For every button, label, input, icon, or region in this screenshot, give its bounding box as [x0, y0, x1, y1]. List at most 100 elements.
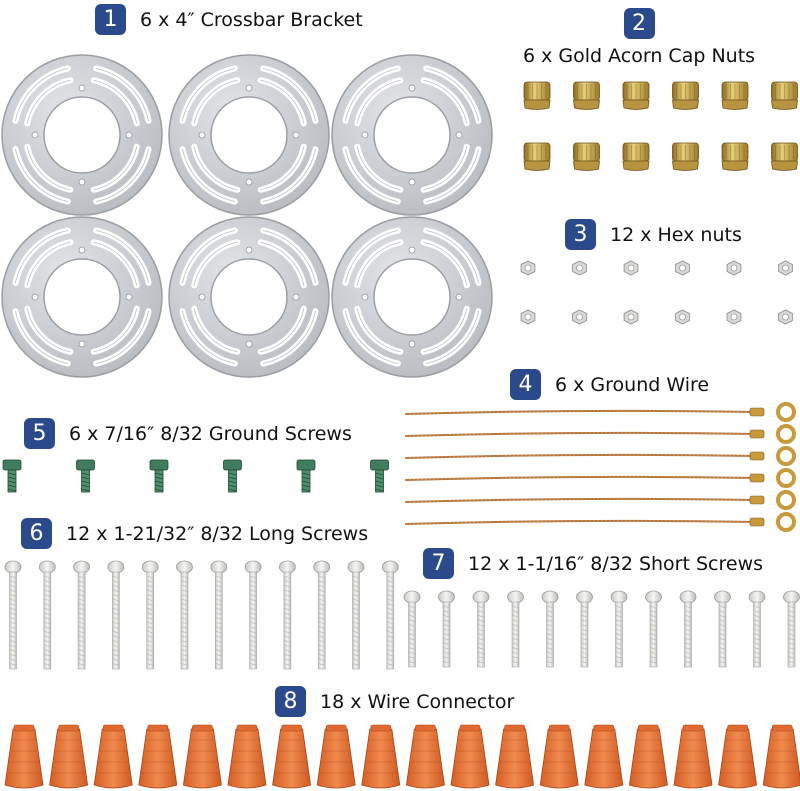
- long-screw: [38, 560, 56, 670]
- wire-connector: [539, 724, 579, 789]
- crossbar-bracket: [1, 216, 163, 378]
- acorn-cap-nut: [721, 81, 749, 110]
- short-screw: [748, 590, 766, 668]
- short-screw: [714, 590, 731, 668]
- acorn-cap-nut: [672, 142, 699, 171]
- crossbar-bracket: [331, 54, 493, 216]
- wire-connector: [361, 724, 401, 789]
- label-text-6: 12 x 1-21/32″ 8/32 Long Screws: [66, 522, 369, 545]
- label-text-7: 12 x 1-1/16″ 8/32 Short Screws: [468, 552, 764, 575]
- wire-connector: [4, 724, 44, 789]
- hex-nut: [572, 309, 587, 325]
- badge-7: 7: [423, 548, 454, 579]
- wire-connector: [227, 724, 267, 789]
- long-screw: [244, 560, 262, 670]
- short-screw: [403, 590, 421, 668]
- label-ground-screws: 5 6 x 7/16″ 8/32 Ground Screws: [24, 418, 352, 449]
- short-screw: [541, 590, 559, 668]
- short-screw: [507, 590, 524, 668]
- label-hex-nuts: 3 12 x Hex nuts: [565, 219, 742, 250]
- wire-connector: [673, 724, 713, 789]
- wire-connector: [93, 724, 133, 789]
- acorn-cap-nut: [771, 81, 798, 110]
- wire-connector: [316, 724, 356, 789]
- wire-connector: [405, 724, 445, 789]
- hex-nut: [726, 260, 742, 276]
- label-acorn-nuts: 2 6 x Gold Acorn Cap Nuts: [523, 8, 755, 67]
- label-text-4: 6 x Ground Wire: [555, 373, 710, 396]
- label-long-screws: 6 12 x 1-21/32″ 8/32 Long Screws: [21, 518, 368, 549]
- hex-nut: [778, 309, 793, 325]
- hex-nut: [675, 260, 690, 276]
- wire-connector: [718, 724, 758, 789]
- badge-4: 4: [510, 369, 541, 400]
- label-text-8: 18 x Wire Connector: [320, 690, 515, 713]
- label-text-1: 6 x 4″ Crossbar Bracket: [140, 8, 363, 31]
- long-screw: [278, 560, 296, 670]
- wire-connector: [762, 724, 800, 789]
- hex-nut: [623, 309, 639, 325]
- acorn-cap-nut: [523, 142, 551, 171]
- acorn-cap-nut: [672, 81, 699, 110]
- badge-5: 5: [24, 418, 55, 449]
- long-screw: [141, 560, 159, 670]
- long-screw: [347, 560, 365, 670]
- ground-wire: [404, 512, 796, 532]
- ground-wire: [404, 490, 796, 510]
- ground-wire: [404, 446, 796, 466]
- hex-nut: [623, 260, 639, 276]
- acorn-cap-nut: [622, 142, 650, 171]
- short-screw: [783, 590, 800, 668]
- hex-nut: [675, 309, 690, 325]
- long-screw: [381, 560, 399, 670]
- acorn-cap-nut: [622, 81, 650, 110]
- label-text-2: 6 x Gold Acorn Cap Nuts: [523, 45, 756, 67]
- hex-nut: [520, 260, 536, 276]
- acorn-cap-nut: [573, 81, 600, 110]
- crossbar-bracket: [168, 216, 330, 378]
- wire-connector: [138, 724, 178, 789]
- short-screw: [576, 590, 593, 668]
- long-screw: [210, 560, 228, 670]
- acorn-cap-nut: [523, 81, 551, 110]
- wire-connector: [182, 724, 222, 789]
- ground-screw: [296, 459, 316, 493]
- label-ground-wire: 4 6 x Ground Wire: [510, 369, 709, 400]
- crossbar-bracket: [168, 54, 330, 216]
- badge-8: 8: [275, 686, 306, 717]
- wire-connector: [628, 724, 668, 789]
- badge-3: 3: [565, 219, 596, 250]
- ground-screw: [370, 459, 389, 493]
- ground-screw: [223, 459, 242, 493]
- crossbar-bracket: [1, 54, 163, 216]
- wire-connector: [584, 724, 624, 789]
- badge-1: 1: [95, 4, 126, 35]
- ground-wire: [404, 402, 796, 422]
- label-wire-connector: 8 18 x Wire Connector: [275, 686, 514, 717]
- badge-6: 6: [21, 518, 52, 549]
- short-screw: [645, 590, 662, 668]
- label-text-5: 6 x 7/16″ 8/32 Ground Screws: [69, 422, 352, 445]
- hex-nut: [726, 309, 742, 325]
- hex-nut: [572, 260, 587, 276]
- acorn-cap-nut: [721, 142, 749, 171]
- long-screw: [4, 560, 22, 670]
- ground-wire: [404, 468, 796, 488]
- long-screw: [73, 560, 90, 670]
- label-crossbar-bracket: 1 6 x 4″ Crossbar Bracket: [95, 4, 363, 35]
- acorn-cap-nut: [573, 142, 600, 171]
- short-screw: [679, 590, 697, 668]
- short-screw: [472, 590, 490, 668]
- short-screw: [610, 590, 628, 668]
- wire-connector: [272, 724, 312, 789]
- long-screw: [313, 560, 331, 670]
- hex-nut: [520, 309, 536, 325]
- wire-connector: [450, 724, 490, 789]
- acorn-cap-nut: [771, 142, 798, 171]
- label-text-3: 12 x Hex nuts: [610, 223, 742, 246]
- badge-2: 2: [623, 8, 655, 39]
- wire-connector: [495, 724, 535, 789]
- short-screw: [438, 590, 455, 668]
- ground-screw: [2, 459, 22, 493]
